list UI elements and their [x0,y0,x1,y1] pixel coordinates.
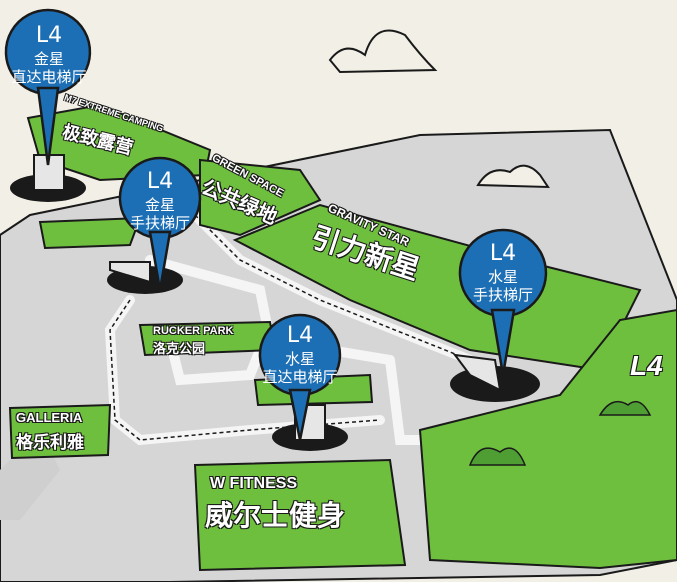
pin-name: 金星 [33,49,64,68]
pin-level: L4 [35,23,63,48]
pin-3-tail [288,388,312,441]
pin-gold-direct-elevator[interactable]: L4 金星 直达电梯厅 [6,22,92,87]
zone-fitness-cn: 威尔士健身 [205,500,346,531]
pin-4-tail [490,308,516,376]
pin-water-direct-elevator[interactable]: L4 水星 直达电梯厅 [258,322,342,387]
location-pins [4,8,548,441]
pin-level: L4 [286,323,314,348]
pin-desc: 手扶梯厅 [472,286,533,305]
zone-green-space [199,158,322,237]
pin-name: 水星 [284,349,315,368]
pin-2-tail [148,230,172,291]
zone-small-left [38,216,142,250]
pin-gold-escalator[interactable]: L4 金星 手扶梯厅 [120,168,200,233]
pin-desc: 手扶梯厅 [129,214,190,233]
zone-fitness [193,458,407,572]
bushes [468,400,652,466]
pin-name: 金星 [144,195,175,214]
pin-desc: 直达电梯厅 [11,68,87,87]
zone-l4-park [418,308,677,570]
zone-fitness-en: W FITNESS [210,475,298,492]
floor-level-label: L4 [630,350,663,381]
zone-galleria [8,403,112,460]
zone-rucker-cn: 洛克公园 [153,341,206,356]
pin-name: 水星 [487,267,518,286]
zone-galleria-cn: 格乐利雅 [16,433,84,452]
platforms [10,154,540,451]
cloud-1 [328,29,438,74]
pin-water-escalator[interactable]: L4 水星 手扶梯厅 [460,240,546,305]
zone-galleria-en: GALLERIA [16,410,83,425]
zone-rucker-en: RUCKER PARK [153,325,234,337]
pin-desc: 直达电梯厅 [262,368,338,387]
green-zones [8,103,677,572]
walkway-lines [109,209,471,441]
pin-1-tail [36,86,60,166]
pin-level: L4 [489,241,517,266]
pin-level: L4 [146,169,174,194]
cloud-2 [476,164,550,189]
